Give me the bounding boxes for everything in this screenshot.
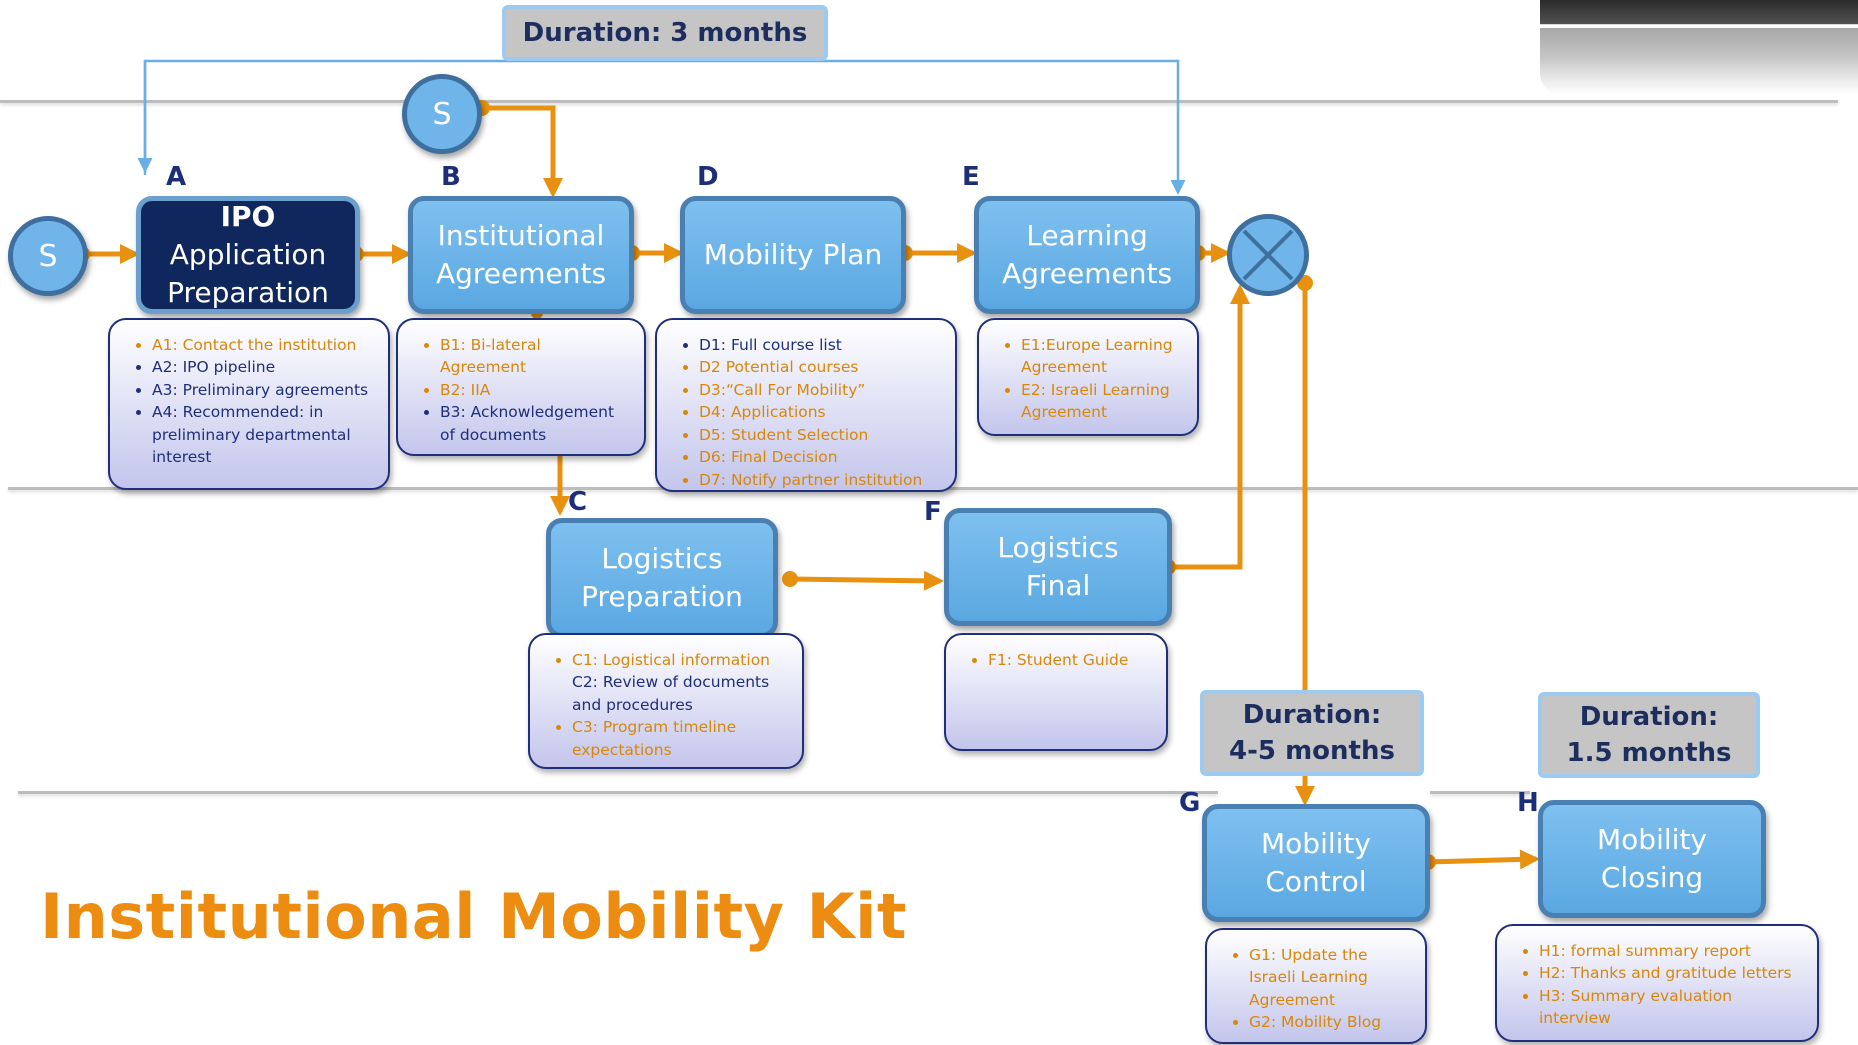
task-item: D2 Potential courses xyxy=(699,356,941,378)
task-item: A4: Recommended: in preliminary departme… xyxy=(152,401,374,468)
duration-label-h: Duration: 1.5 months xyxy=(1538,692,1760,778)
start-event-icon: S xyxy=(8,216,88,296)
task-item: D6: Final Decision xyxy=(699,446,941,468)
x-circle-gateway-icon xyxy=(1227,214,1309,296)
task-item: D1: Full course list xyxy=(699,334,941,356)
task-item: F1: Student Guide xyxy=(988,649,1152,671)
process-box-g[interactable]: Mobility Control xyxy=(1202,804,1430,922)
task-list-a: A1: Contact the institution A2: IPO pipe… xyxy=(108,318,390,490)
process-title: Mobility Closing xyxy=(1597,823,1707,894)
process-title: Application Preparation xyxy=(167,238,329,309)
process-title: Institutional Agreements xyxy=(435,219,607,290)
task-list-d: D1: Full course list D2 Potential course… xyxy=(655,318,957,492)
arrow-f-to-gate xyxy=(1168,284,1250,570)
task-item: H2: Thanks and gratitude letters xyxy=(1539,962,1803,984)
duration-label-g: Duration: 4-5 months xyxy=(1200,690,1424,776)
arrow-c-to-f xyxy=(789,570,944,591)
process-title: Logistics Preparation xyxy=(581,542,743,613)
task-item: C2: Review of documents and procedures xyxy=(572,673,770,714)
step-letter-g: G xyxy=(1179,788,1201,818)
process-title-bold: IPO xyxy=(220,200,276,234)
page-title: Institutional Mobility Kit xyxy=(40,880,908,953)
divider-line xyxy=(1430,791,1530,794)
task-item: D5: Student Selection xyxy=(699,424,941,446)
task-item: G2: Mobility Blog xyxy=(1249,1011,1411,1033)
process-box-h[interactable]: Mobility Closing xyxy=(1538,800,1766,918)
arrow-s2-to-b xyxy=(482,105,563,198)
task-item: C1: Logistical information xyxy=(572,649,788,671)
task-item: E2: Israeli Learning Agreement xyxy=(1021,379,1183,424)
task-item: A2: IPO pipeline xyxy=(152,356,374,378)
task-list-f: F1: Student Guide xyxy=(944,633,1168,751)
process-box-a[interactable]: IPO Application Preparation xyxy=(136,196,360,314)
duration-label-top: Duration: 3 months xyxy=(502,5,828,61)
process-title: Logistics Final xyxy=(997,531,1119,602)
process-box-d[interactable]: Mobility Plan xyxy=(680,196,906,314)
header-photo xyxy=(1540,0,1858,95)
task-item: B1: Bi-lateral Agreement xyxy=(440,334,630,379)
task-item: B2: IIA xyxy=(440,379,630,401)
step-letter-a: A xyxy=(166,162,187,192)
task-item: E1:Europe Learning Agreement xyxy=(1021,334,1183,379)
process-title: Mobility Control xyxy=(1261,827,1371,898)
duration-bracket xyxy=(137,59,1186,195)
process-box-e[interactable]: Learning Agreements xyxy=(974,196,1200,314)
step-letter-h: H xyxy=(1517,788,1539,818)
task-list-c: C1: Logistical information C2: Review of… xyxy=(528,633,804,769)
task-item: C3: Program timeline expectations xyxy=(572,716,788,761)
task-item: H3: Summary evaluation interview xyxy=(1539,985,1803,1030)
task-list-b: B1: Bi-lateral Agreement B2: IIA B3: Ack… xyxy=(396,318,646,456)
task-item: H1: formal summary report xyxy=(1539,940,1803,962)
task-item: D4: Applications xyxy=(699,401,941,423)
step-letter-c: C xyxy=(568,487,588,517)
divider-line xyxy=(0,100,1838,103)
start-event-icon: S xyxy=(402,74,482,154)
task-item: A1: Contact the institution xyxy=(152,334,374,356)
arrow-g-to-h xyxy=(1427,849,1540,870)
process-title: Learning Agreements xyxy=(1001,219,1173,290)
step-letter-f: F xyxy=(924,497,942,527)
task-list-e: E1:Europe Learning Agreement E2: Israeli… xyxy=(977,318,1199,436)
process-title: Mobility Plan xyxy=(703,238,883,272)
process-box-f[interactable]: Logistics Final xyxy=(944,508,1172,626)
process-box-b[interactable]: Institutional Agreements xyxy=(408,196,634,314)
task-item: D7: Notify partner institution xyxy=(699,469,941,490)
step-letter-d: D xyxy=(697,162,719,192)
step-letter-e: E xyxy=(962,162,980,192)
step-letter-b: B xyxy=(441,162,461,192)
process-box-c[interactable]: Logistics Preparation xyxy=(546,518,778,638)
task-item: B3: Acknowledgement of documents xyxy=(440,401,630,446)
divider-line xyxy=(18,791,1218,794)
task-item: D3:“Call For Mobility” xyxy=(699,379,941,401)
task-list-h: H1: formal summary report H2: Thanks and… xyxy=(1495,924,1819,1042)
task-item: A3: Preliminary agreements xyxy=(152,379,374,401)
task-item: G1: Update the Israeli Learning Agreemen… xyxy=(1249,944,1411,1011)
task-list-g: G1: Update the Israeli Learning Agreemen… xyxy=(1205,928,1427,1044)
